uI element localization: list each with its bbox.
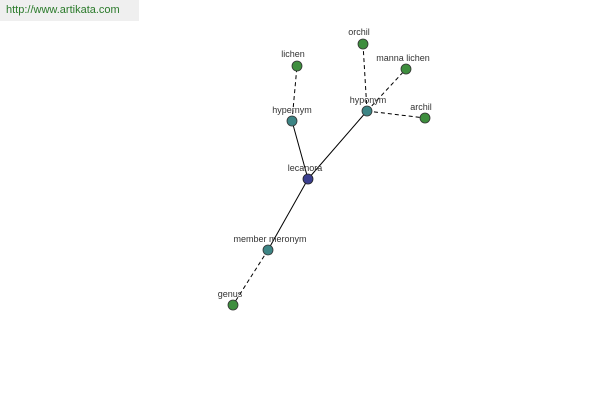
label-member-meronym: member meronym — [233, 234, 306, 244]
node-hypernym[interactable] — [286, 115, 298, 127]
label-manna-lichen: manna lichen — [376, 53, 430, 63]
node-center[interactable] — [302, 173, 314, 185]
node-genus[interactable] — [227, 299, 239, 311]
site-url-link[interactable]: http://www.artikata.com — [0, 0, 139, 21]
edge-hyponym-archil — [366, 110, 426, 119]
edge-member-meronym-genus — [232, 249, 269, 306]
edge-center-hypernym — [291, 120, 309, 180]
node-member-meronym[interactable] — [262, 244, 274, 256]
label-hyponym: hyponym — [350, 95, 387, 105]
label-hypernym: hypernym — [272, 105, 312, 115]
edge-hyponym-manna-lichen — [366, 68, 407, 112]
node-manna-lichen[interactable] — [400, 63, 412, 75]
label-center: lecanora — [288, 163, 323, 173]
label-archil: archil — [410, 102, 432, 112]
node-orchil[interactable] — [357, 38, 369, 50]
edge-hypernym-lichen — [291, 65, 298, 122]
edge-center-hyponym — [307, 110, 368, 180]
label-genus: genus — [218, 289, 243, 299]
node-archil[interactable] — [419, 112, 431, 124]
edge-center-member-meronym — [267, 178, 309, 251]
node-hyponym[interactable] — [361, 105, 373, 117]
label-orchil: orchil — [348, 27, 370, 37]
label-lichen: lichen — [281, 49, 305, 59]
node-lichen[interactable] — [291, 60, 303, 72]
